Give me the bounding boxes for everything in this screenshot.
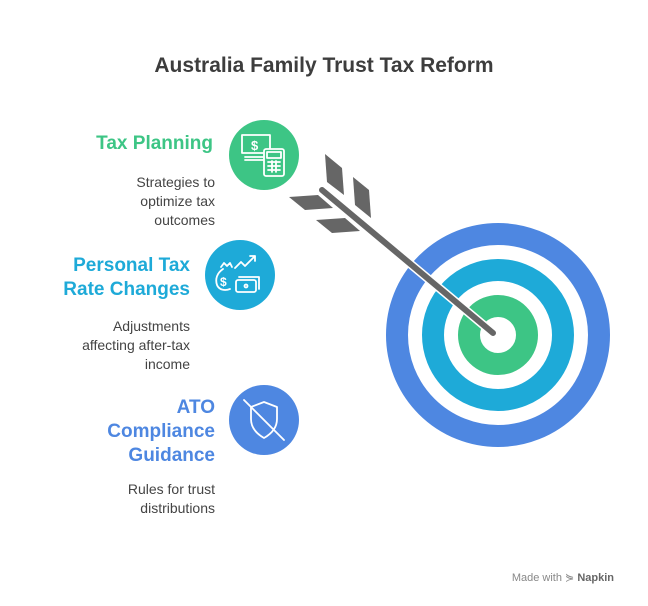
svg-text:$: $ (220, 275, 227, 289)
svg-text:$: $ (251, 138, 259, 153)
diagram-title: Australia Family Trust Tax Reform (154, 54, 494, 77)
napkin-logo-icon: ⋟ (565, 572, 575, 584)
shield-off-icon (229, 385, 299, 455)
target-outer-ring (386, 223, 610, 447)
target-middle-ring (422, 259, 574, 411)
money-calculator-icon: $ (229, 120, 299, 190)
target-bullseye (458, 295, 538, 375)
arrow-icon (289, 154, 496, 337)
tax-planning-heading: Tax Planning (96, 133, 213, 154)
made-with-napkin-footer: Made with ⋟ Napkin (511, 572, 614, 584)
money-bag-growth-icon: $ (205, 240, 275, 310)
